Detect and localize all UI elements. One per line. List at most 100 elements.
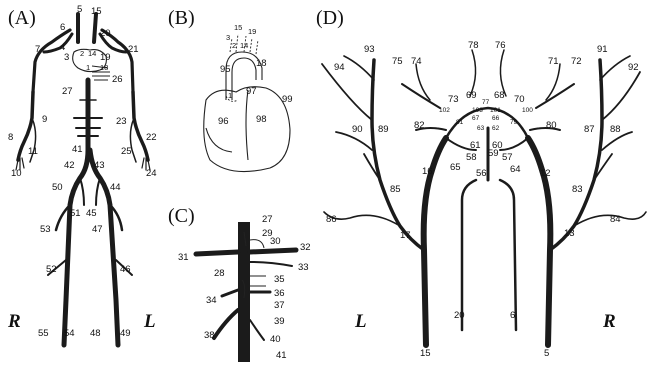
vessel-number: 14: [240, 41, 248, 50]
vessel-number: 78: [468, 40, 479, 51]
vessel-number: 3: [64, 52, 69, 63]
vessel-number: 69: [466, 90, 477, 101]
vessel-number: 30: [270, 236, 281, 247]
vessel: [550, 60, 602, 250]
vessel-number: 43: [94, 160, 105, 171]
vessel-number: 27: [62, 86, 73, 97]
vessel-number: 12: [540, 168, 551, 179]
vessel-number: 103: [472, 107, 483, 114]
vessel-number: 72: [571, 56, 582, 67]
vessel-number: 50: [52, 182, 63, 193]
vessel-number: 25: [121, 146, 132, 157]
vessel-number: 97: [246, 86, 257, 97]
vessel-number: 6: [60, 22, 65, 33]
vessel-number: 95: [220, 64, 231, 75]
vessel-number: 85: [390, 184, 401, 195]
vessel: [133, 92, 148, 160]
vessel-number: 11: [28, 146, 38, 157]
vessel-number: 6: [510, 310, 515, 321]
aorta-segment: [238, 222, 250, 362]
vessel-number: 76: [495, 40, 506, 51]
vessel-number: 15: [91, 6, 102, 17]
vessel-number: 41: [276, 350, 287, 361]
vessel-number: 66: [492, 115, 500, 122]
vessel-number: 33: [298, 262, 309, 273]
vessel-number: 84: [610, 214, 621, 225]
vessel-number: 93: [364, 44, 375, 55]
vessel: [372, 60, 424, 250]
vessel-number: 39: [274, 316, 285, 327]
vessel-number: 27: [262, 214, 273, 225]
vessel-number: 31: [178, 252, 189, 263]
vessel-number: 2: [80, 49, 84, 58]
vessel-number: 49: [120, 328, 131, 339]
vessel-number: 101: [490, 107, 501, 114]
vessel-number: 94: [334, 62, 345, 73]
side-label-right: R: [7, 311, 21, 332]
vessel-number: 41: [72, 144, 83, 155]
vessel: [214, 310, 238, 338]
vessel-number: 100: [522, 107, 533, 114]
vessel-number: 57: [502, 152, 513, 163]
vessel-number: 70: [514, 94, 525, 105]
vessel-number: 3: [226, 33, 230, 42]
vessel-number: 46: [120, 264, 131, 275]
vessel-number: 99: [282, 94, 293, 105]
side-label-right: R: [602, 311, 616, 332]
vessel-number: 7: [35, 44, 40, 55]
vessel-number: 87: [584, 124, 595, 135]
vessel: [94, 14, 96, 42]
vessel: [344, 56, 630, 80]
vessel-number: 38: [204, 330, 215, 341]
vessel-number: 45: [86, 208, 97, 219]
side-label-left: L: [143, 311, 156, 332]
vessel-number: 10: [11, 168, 22, 179]
vessel-number: 82: [414, 120, 425, 131]
vessel-number: 102: [439, 107, 450, 114]
side-label-left: L: [354, 311, 367, 332]
vessel: [416, 64, 560, 100]
vessel-number: 9: [42, 114, 47, 125]
vessel-number: 5: [77, 4, 82, 15]
vessel-number: 22: [146, 132, 157, 143]
panel-b-label: (B): [168, 7, 195, 29]
vessel-number: 21: [128, 44, 139, 55]
vessel-number: 37: [274, 300, 285, 311]
vessel-number: 5: [544, 348, 549, 359]
vessel-number: 1: [228, 91, 232, 100]
vessel-number: 77: [482, 99, 490, 106]
vessel-number: 44: [110, 182, 121, 193]
vessel-number: 53: [40, 224, 51, 235]
panel-d-label: (D): [316, 7, 344, 29]
panel-c: (C) 27 29 30 32 31 33 28 35 36 34 37 39 …: [168, 205, 311, 362]
vessel-number: 8: [8, 132, 13, 143]
vessel-number: 36: [274, 288, 285, 299]
panel-a-label: (A): [8, 7, 36, 29]
vessel-number: 89: [378, 124, 389, 135]
vessel-number: 17: [400, 230, 411, 241]
vessel-number: 56: [476, 168, 487, 179]
vessel-number: 42: [64, 160, 75, 171]
vessel: [80, 178, 100, 205]
vessel-number: 86: [326, 214, 337, 225]
vessel-number: 55: [38, 328, 49, 339]
vessel-number: 61: [470, 140, 481, 151]
vessel-number: 90: [352, 124, 363, 135]
vessel-number: 2: [232, 41, 236, 50]
vessel-number: 59: [488, 148, 499, 159]
vessel-number: 91: [597, 44, 608, 55]
vessel-number: 80: [546, 120, 557, 131]
vessel-number: 1: [86, 63, 90, 72]
vessel-number: 79: [510, 119, 518, 126]
vessel: [500, 180, 516, 330]
vessel-number: 23: [116, 116, 127, 127]
vessel-number: 18: [256, 58, 267, 69]
vessel-number: 19: [248, 27, 256, 36]
panel-a: (A) 5 15 6 20 7 21: [7, 4, 157, 345]
vessel-number: 20: [100, 28, 111, 39]
vessel-number: 83: [572, 184, 583, 195]
vessel-number: 15: [234, 23, 242, 32]
vessel-number: 18: [100, 63, 108, 72]
